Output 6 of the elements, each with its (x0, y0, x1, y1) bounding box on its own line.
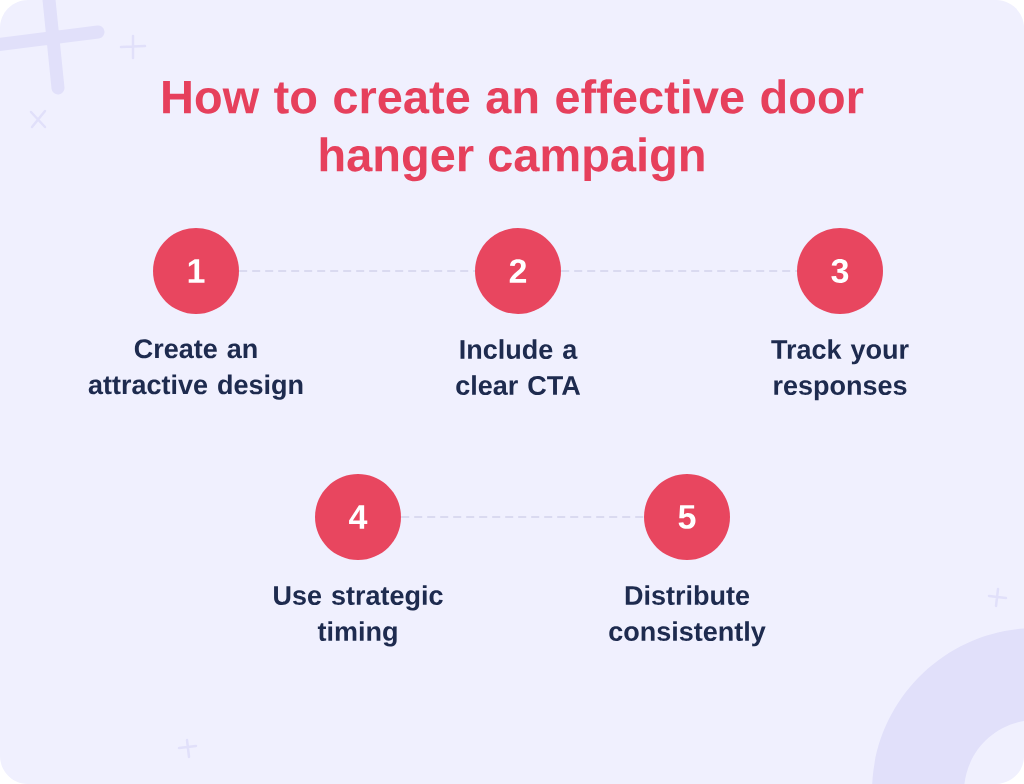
title: How to create an effective door hanger campaign (163, 79, 864, 182)
step-label: Use strategic timing (274, 585, 443, 647)
step-label: Create an attractive design (88, 339, 303, 400)
step-label: Include a clear CTA (456, 339, 581, 396)
step-label: Distribute consistently (609, 585, 766, 647)
step-label: Track your responses (771, 339, 909, 401)
